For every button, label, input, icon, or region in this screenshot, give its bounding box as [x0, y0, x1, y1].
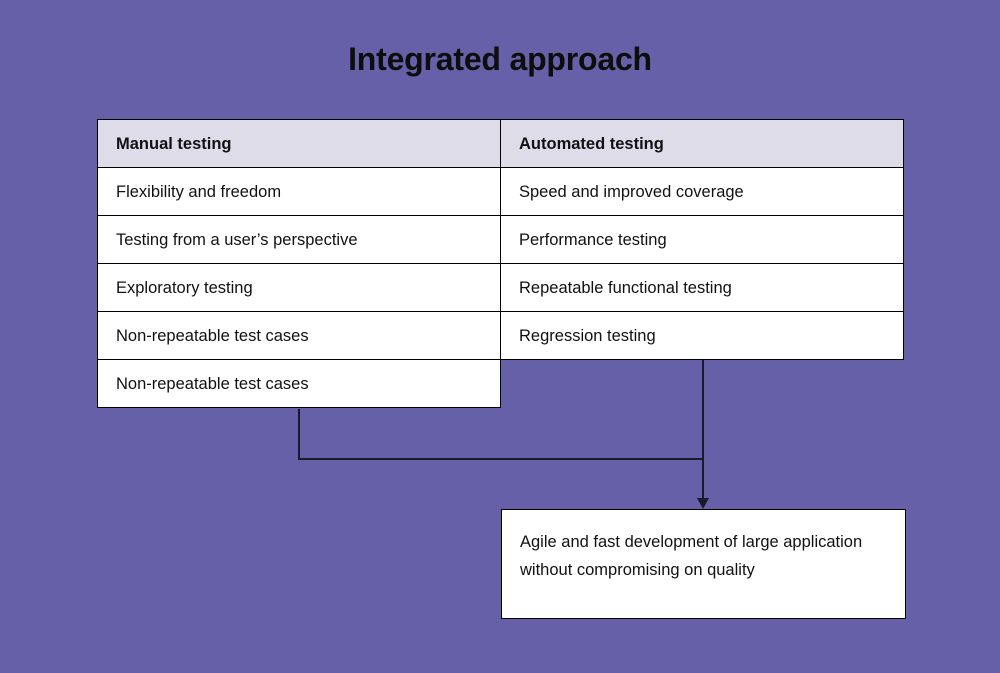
cell-automated-1: Speed and improved coverage [500, 167, 904, 216]
cell-manual-1: Flexibility and freedom [97, 167, 501, 216]
page-title: Integrated approach [348, 41, 652, 77]
cell-automated-2: Performance testing [500, 215, 904, 264]
column-header-manual-testing: Manual testing [97, 119, 501, 168]
connector-line-horizontal [298, 458, 704, 460]
outcome-box: Agile and fast development of large appl… [501, 509, 906, 619]
table-header-row: Manual testing Automated testing [97, 119, 904, 168]
cell-manual-5: Non-repeatable test cases [97, 359, 501, 408]
column-header-automated-testing: Automated testing [500, 119, 904, 168]
cell-manual-4: Non-repeatable test cases [97, 311, 501, 360]
table-row: Flexibility and freedom Speed and improv… [97, 167, 904, 216]
cell-manual-2: Testing from a user’s perspective [97, 215, 501, 264]
connector-line-automated-vertical [702, 360, 704, 502]
table-row: Non-repeatable test cases [97, 359, 904, 408]
cell-automated-4: Regression testing [500, 311, 904, 360]
table-row: Testing from a user’s perspective Perfor… [97, 215, 904, 264]
cell-automated-3: Repeatable functional testing [500, 263, 904, 312]
cell-manual-3: Exploratory testing [97, 263, 501, 312]
table-row: Non-repeatable test cases Regression tes… [97, 311, 904, 360]
table-row: Exploratory testing Repeatable functiona… [97, 263, 904, 312]
arrow-head-icon [697, 498, 709, 509]
connector-line-manual-vertical [298, 409, 300, 460]
comparison-table: Manual testing Automated testing Flexibi… [97, 119, 904, 408]
